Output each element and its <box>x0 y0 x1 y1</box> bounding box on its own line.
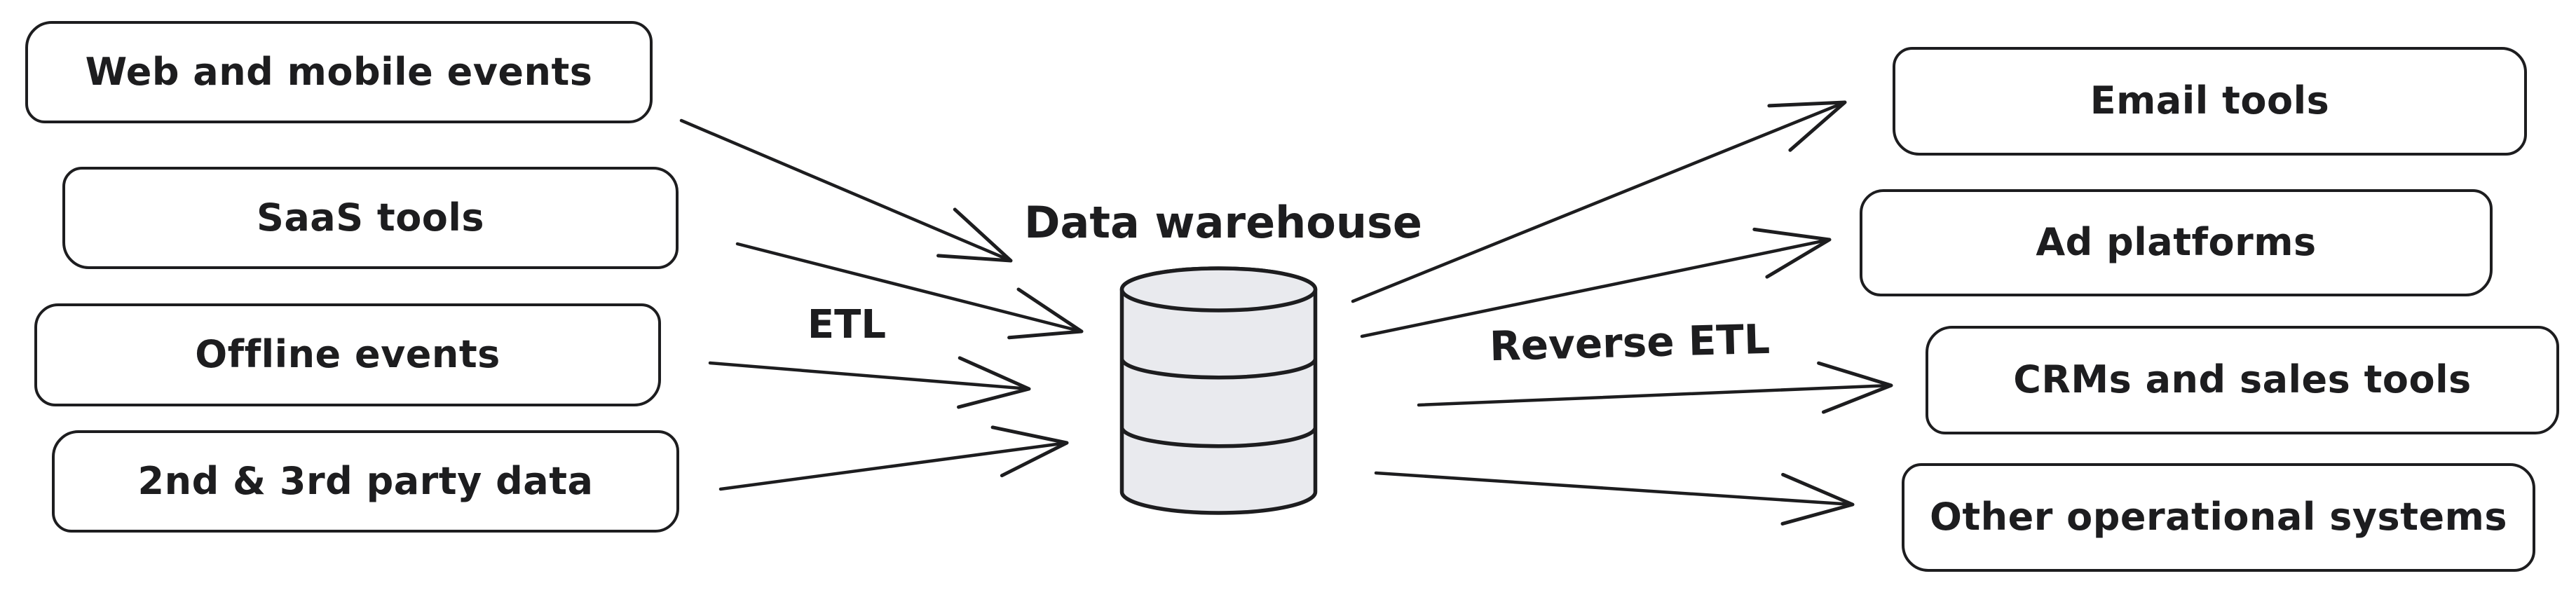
destination-box-ad-platforms: Ad platforms <box>1860 189 2493 296</box>
destination-label: CRMs and sales tools <box>2013 357 2472 402</box>
source-label: SaaS tools <box>256 195 485 240</box>
data-warehouse-title: Data warehouse <box>1024 197 1422 248</box>
etl-flow-label: ETL <box>807 302 887 348</box>
source-box-saas-tools: SaaS tools <box>62 167 679 269</box>
source-label: 2nd & 3rd party data <box>137 458 594 503</box>
source-box-web-and-mobile-events: Web and mobile events <box>25 21 653 123</box>
destination-label: Email tools <box>2090 78 2330 123</box>
etl-arrow-offline-events <box>708 356 1031 409</box>
reverse-etl-arrow-other-systems <box>1374 471 1855 526</box>
destination-label: Other operational systems <box>1929 495 2508 540</box>
etl-arrow-party-data <box>718 425 1069 491</box>
destination-label: Ad platforms <box>2036 220 2317 265</box>
reverse-etl-arrow-crms <box>1417 361 1893 414</box>
reverse-etl-arrow-ad-platforms <box>1360 227 1832 338</box>
source-label: Offline events <box>195 332 500 377</box>
destination-box-crms-and-sales-tools: CRMs and sales tools <box>1926 326 2559 434</box>
reverse-etl-flow-label: Reverse ETL <box>1489 315 1771 371</box>
etl-arrow-saas-tools <box>735 242 1084 340</box>
database-cylinder-icon <box>1119 266 1318 515</box>
destination-box-email-tools: Email tools <box>1893 47 2527 156</box>
source-box-2nd-3rd-party-data: 2nd & 3rd party data <box>52 430 679 533</box>
source-label: Web and mobile events <box>85 49 593 94</box>
etl-arrow-web-events <box>679 118 1013 263</box>
source-box-offline-events: Offline events <box>34 303 661 406</box>
destination-box-other-operational-systems: Other operational systems <box>1902 463 2535 572</box>
reverse-etl-arrow-email-tools <box>1351 100 1847 303</box>
